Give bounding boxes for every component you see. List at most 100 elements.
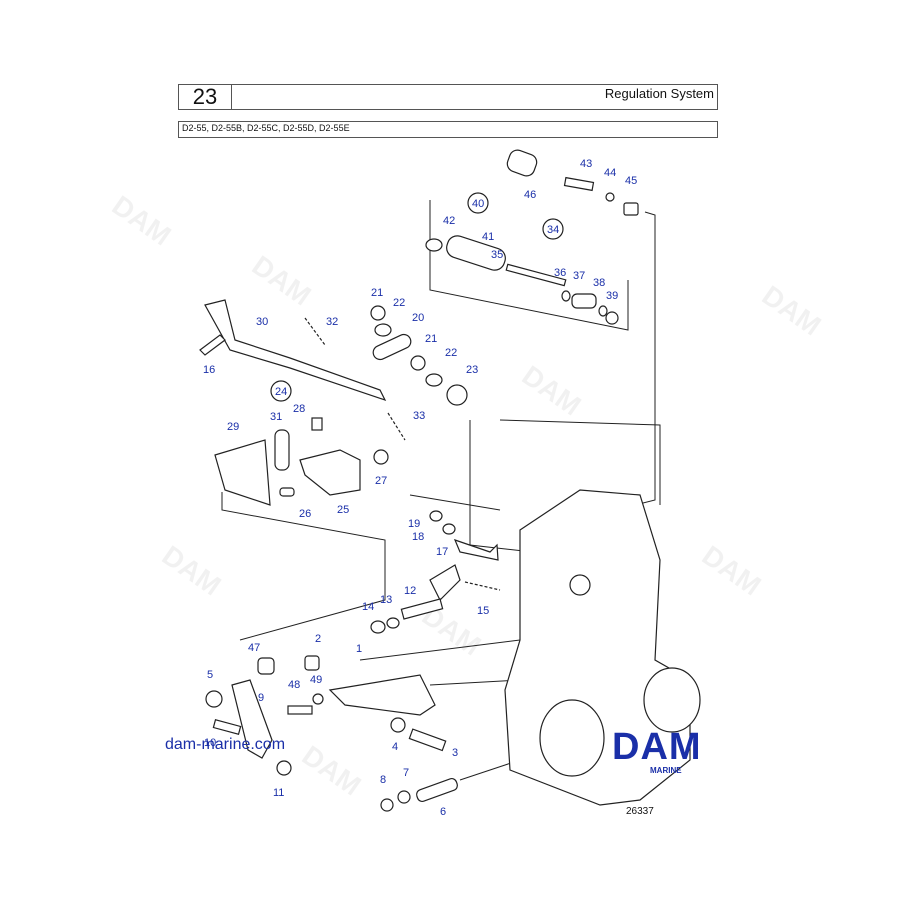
part-7 (397, 790, 411, 804)
part-20 (372, 333, 412, 361)
part-10 (212, 719, 242, 735)
part-49 (312, 693, 324, 705)
callout-7: 7 (403, 767, 409, 779)
watermark: DAM (107, 190, 177, 252)
part-22b (425, 373, 443, 387)
callout-20: 20 (412, 312, 424, 324)
callout-13: 13 (380, 594, 392, 606)
part-21 (370, 305, 386, 321)
part-13 (386, 617, 400, 629)
part-42 (425, 238, 443, 252)
callout-5: 5 (207, 669, 213, 681)
part-15 (464, 581, 501, 591)
watermark: DAM (757, 280, 827, 342)
part-8 (380, 798, 394, 812)
part-9 (231, 679, 273, 759)
part-17 (453, 539, 499, 561)
callout-36: 36 (554, 267, 566, 279)
part-19 (429, 510, 443, 522)
model-list: D2-55, D2-55B, D2-55C, D2-55D, D2-55E (182, 123, 350, 133)
part-22 (374, 323, 392, 337)
part-36 (561, 290, 571, 302)
callout-23: 23 (466, 364, 478, 376)
part-48 (287, 705, 313, 715)
housing-port-2 (643, 667, 701, 733)
callout-circle-40 (467, 192, 489, 214)
callout-42: 42 (443, 215, 455, 227)
part-3 (408, 728, 447, 752)
part-21b (410, 355, 426, 371)
callout-11: 11 (273, 787, 284, 799)
watermark-layer: DAM DAM DAM DAM DAM DAM DAM DAM (107, 190, 827, 802)
callout-48: 48 (288, 679, 300, 691)
header-box: 23 Regulation System (178, 84, 718, 110)
part-5 (205, 690, 223, 708)
part-23 (446, 384, 468, 406)
callout-27: 27 (375, 475, 387, 487)
part-12-shaft (400, 598, 444, 620)
callout-45: 45 (625, 175, 637, 187)
callout-28: 28 (293, 403, 305, 415)
callout-41: 41 (482, 231, 494, 243)
part-45 (623, 202, 639, 216)
callout-14: 14 (362, 601, 374, 613)
part-32 (304, 317, 326, 346)
dam-logo-sub: MARINE (650, 766, 682, 775)
watermark: DAM (697, 540, 767, 602)
website-link[interactable]: dam-marine.com (165, 736, 286, 753)
part-14 (370, 620, 386, 634)
callout-33: 33 (413, 410, 425, 422)
part-16 (199, 334, 226, 356)
drawing-number: 26337 (626, 806, 654, 817)
callout-46: 46 (524, 189, 536, 201)
parts (199, 149, 701, 812)
callout-circle-34 (542, 218, 564, 240)
part-29 (214, 439, 271, 506)
callout-21a: 21 (371, 287, 383, 299)
watermark: DAM (517, 360, 587, 422)
part-46 (506, 149, 538, 177)
part-30 (204, 299, 387, 402)
callout-15: 15 (477, 605, 489, 617)
part-1 (328, 674, 436, 716)
section-title: Regulation System (604, 86, 714, 101)
callout-10: 10 (204, 737, 216, 749)
part-39 (605, 311, 619, 325)
part-26 (279, 487, 295, 497)
callouts: 1 2 3 4 5 6 7 8 9 10 11 12 13 14 15 16 1… (203, 158, 637, 818)
callout-6: 6 (440, 806, 446, 818)
part-18 (442, 523, 456, 535)
callout-9: 9 (258, 692, 264, 704)
part-43 (563, 176, 595, 192)
housing-port-1 (539, 699, 605, 777)
callout-40: 40 (472, 198, 484, 210)
callout-18: 18 (412, 531, 424, 543)
model-box: D2-55, D2-55B, D2-55C, D2-55D, D2-55E (178, 121, 718, 138)
callout-43: 43 (580, 158, 592, 170)
callout-32: 32 (326, 316, 338, 328)
part-25 (299, 449, 361, 496)
part-35 (505, 263, 567, 287)
callout-44: 44 (604, 167, 616, 179)
callout-17: 17 (436, 546, 448, 558)
callout-21b: 21 (425, 333, 437, 345)
part-6 (416, 777, 458, 803)
part-33 (387, 412, 406, 441)
callout-24: 24 (275, 386, 287, 398)
callout-39: 39 (606, 290, 618, 302)
part-2 (304, 655, 320, 671)
part-11 (276, 760, 292, 776)
part-4 (390, 717, 406, 733)
callout-47: 47 (248, 642, 260, 654)
part-12 (429, 564, 461, 602)
housing-bolt (569, 574, 591, 596)
callout-12: 12 (404, 585, 416, 597)
part-31 (274, 429, 290, 471)
part-41 (446, 235, 506, 271)
callout-31: 31 (270, 411, 282, 423)
callout-25: 25 (337, 504, 349, 516)
page-number: 23 (179, 85, 232, 109)
callout-19: 19 (408, 518, 420, 530)
part-27 (373, 449, 389, 465)
